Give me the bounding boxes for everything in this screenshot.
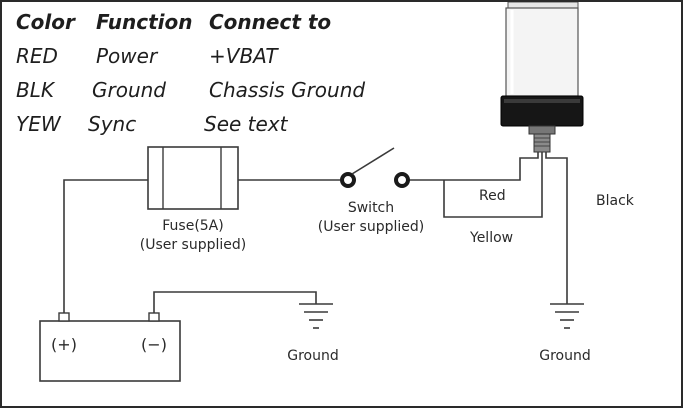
wire-yellow-label: Yellow [469, 230, 513, 246]
ground-right-icon [550, 303, 584, 329]
legend-red-color: RED [16, 44, 58, 68]
legend-blk-function: Ground [92, 78, 167, 102]
ground-left-label: Ground [287, 348, 339, 364]
ground-left-icon [299, 303, 333, 329]
legend-red-connect: +VBAT [209, 44, 278, 68]
legend-yew-color: YEW [16, 112, 61, 136]
switch-label: Switch [348, 200, 394, 216]
wire-red [444, 152, 539, 181]
legend-header-function: Function [96, 10, 193, 34]
legend-header-color: Color [16, 10, 75, 34]
battery-positive-label: (+) [51, 335, 77, 354]
ground-right-label: Ground [539, 348, 591, 364]
legend-header-connect-to: Connect to [209, 10, 332, 34]
fuse-label: Fuse(5A) [162, 218, 223, 234]
switch-icon [340, 147, 410, 188]
battery-negative-label: (−) [141, 335, 167, 354]
battery-icon [39, 312, 181, 382]
fuse-icon [147, 146, 239, 210]
wire-battery-positive [63, 179, 148, 314]
legend-blk-connect: Chassis Ground [209, 78, 366, 102]
legend-red-function: Power [96, 44, 158, 68]
wire-black [545, 152, 568, 304]
legend-blk-color: BLK [16, 78, 54, 102]
fuse-note: (User supplied) [140, 237, 247, 253]
legend-yew-function: Sync [88, 112, 137, 136]
switch-note: (User supplied) [318, 219, 425, 235]
beacon-light-icon [500, 2, 584, 153]
wire-black-label: Black [596, 193, 635, 209]
wire-yellow [443, 152, 543, 218]
wire-red-label: Red [479, 188, 506, 204]
legend-yew-connect: See text [204, 112, 288, 136]
wire-battery-negative [153, 291, 317, 313]
